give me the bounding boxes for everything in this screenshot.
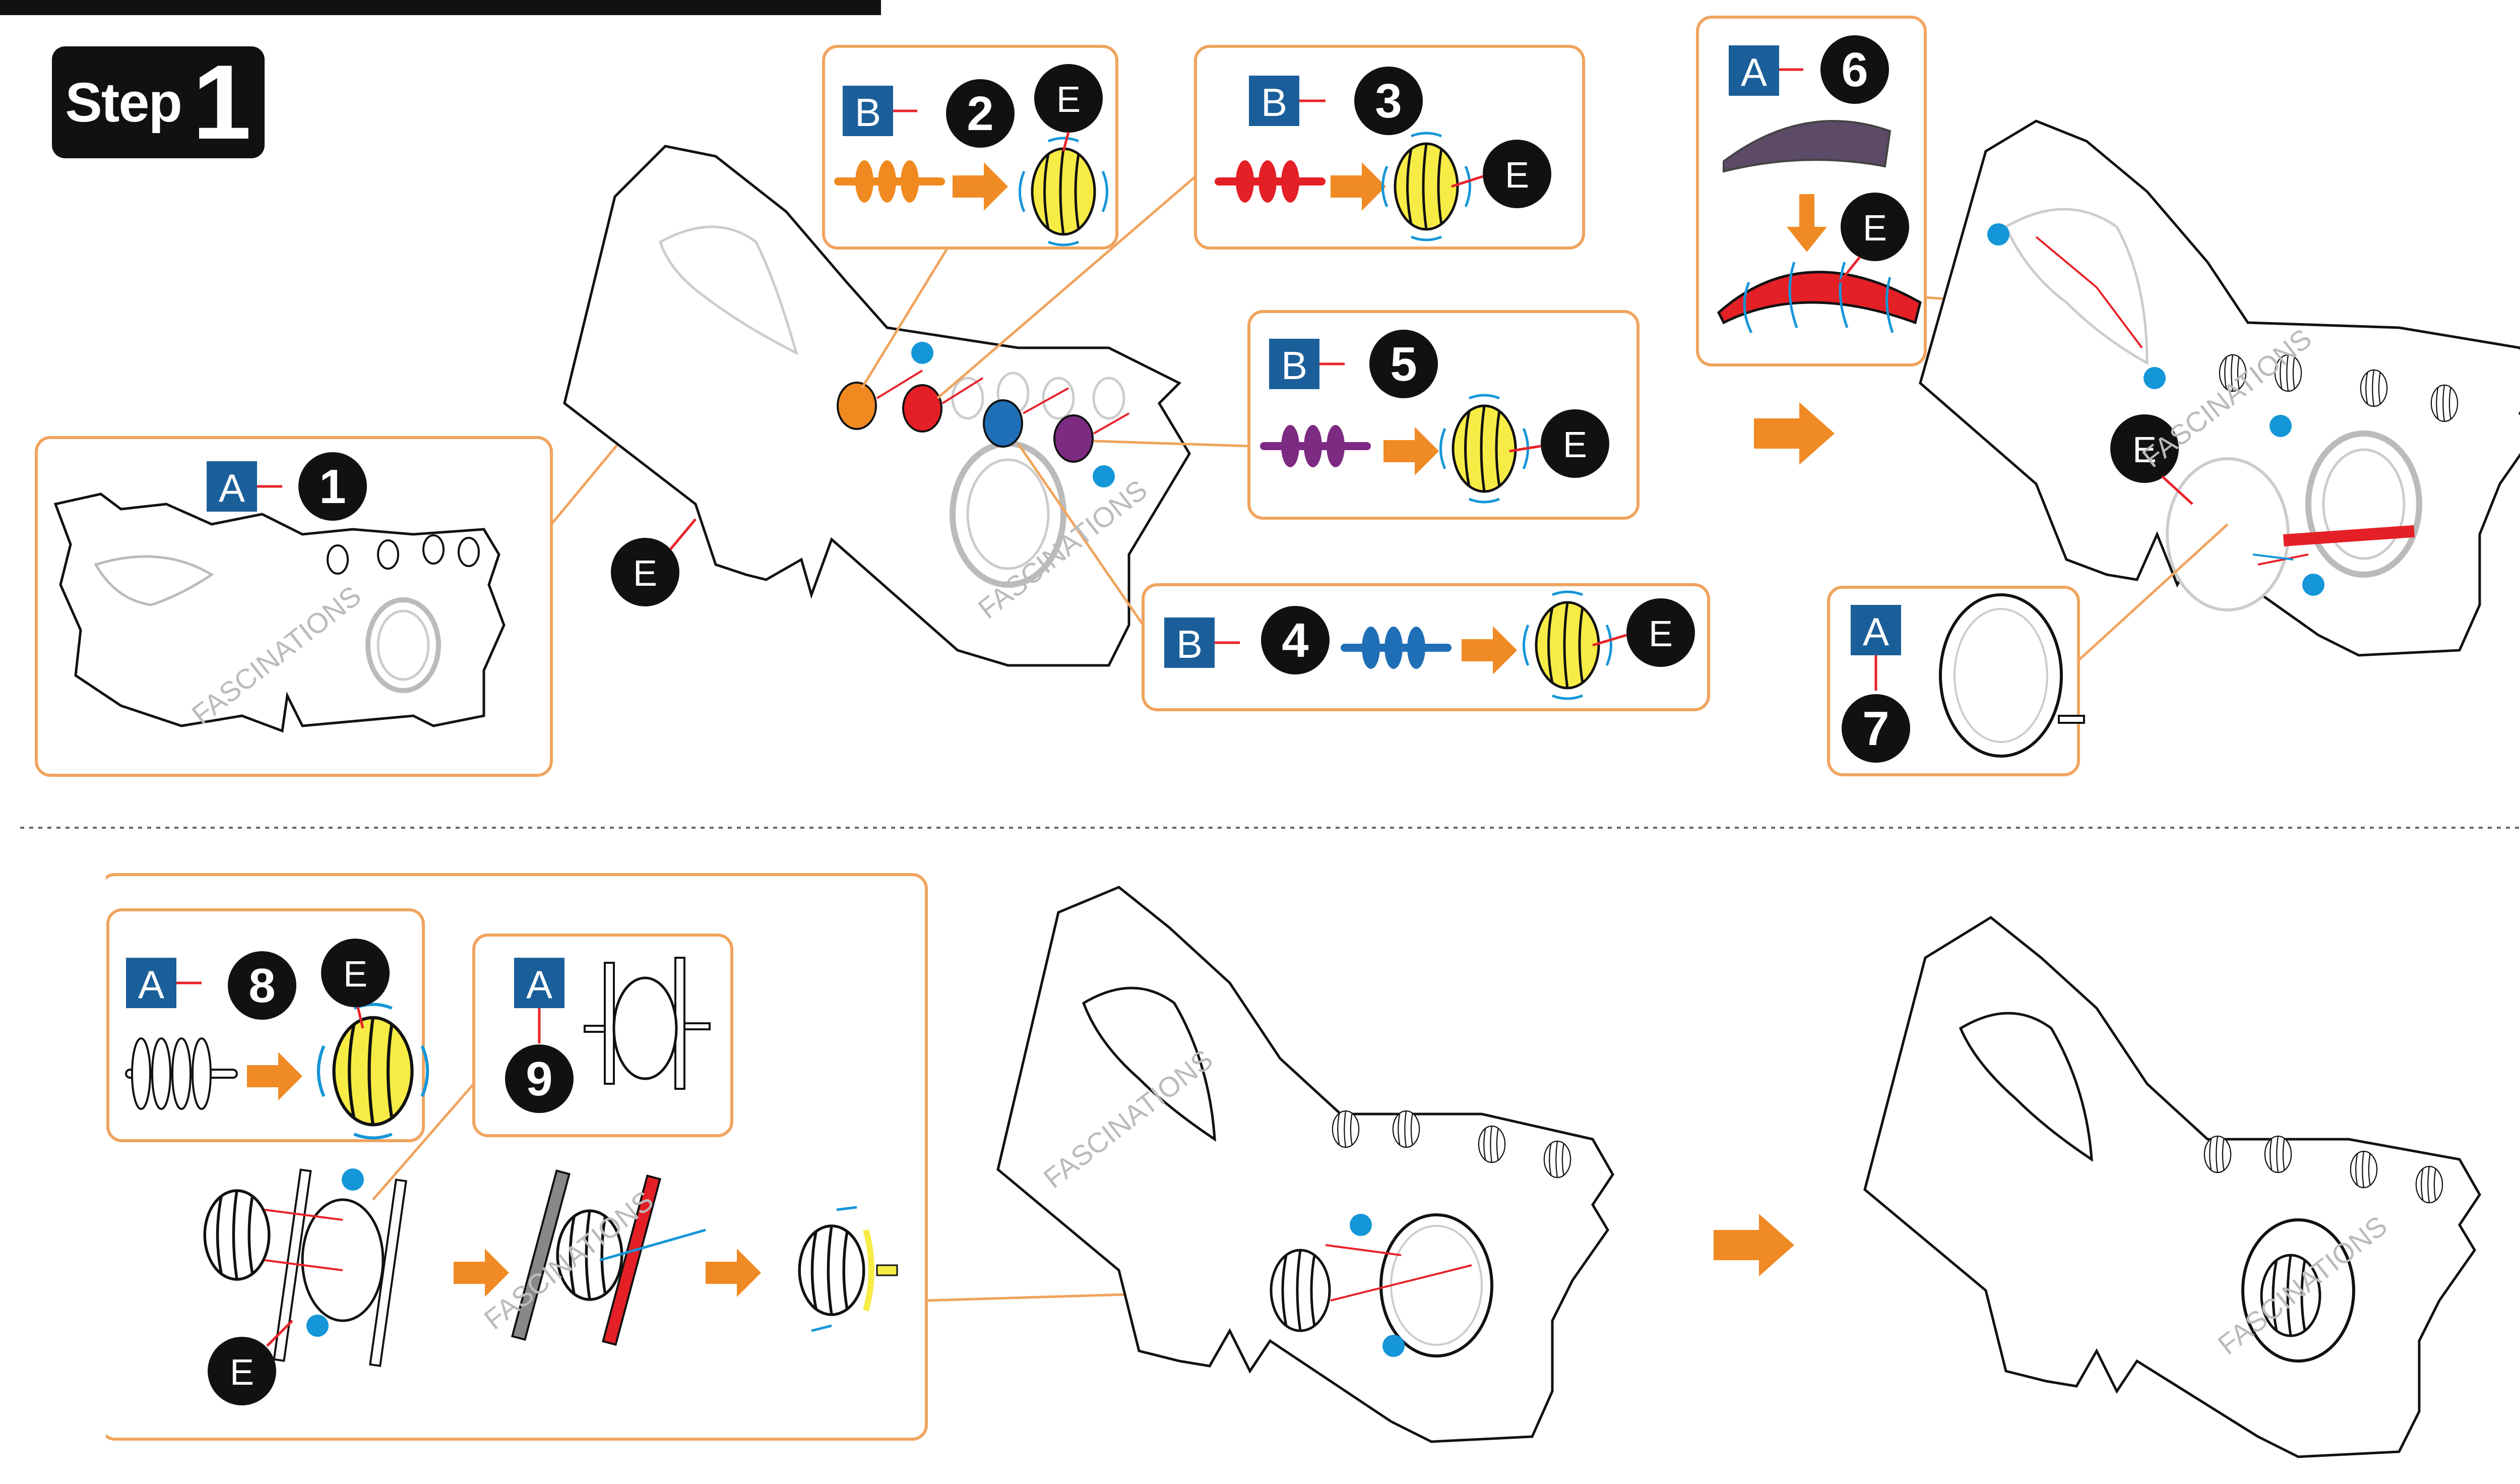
glue-dot — [1382, 1335, 1405, 1357]
curved-piece-red — [1717, 271, 1922, 325]
glue-dot — [911, 342, 933, 364]
glue-dot — [1093, 465, 1115, 487]
svg-text:E: E — [1649, 614, 1673, 654]
svg-text:E: E — [1505, 155, 1529, 196]
callout-frame-b3 — [1194, 45, 1585, 250]
frame-piece-assembly — [273, 1168, 407, 1367]
spring-piece-purple — [1260, 425, 1371, 467]
part-e-letter: E — [633, 553, 657, 594]
glue-dot — [2302, 574, 2324, 596]
part-b-letter-2: B — [855, 90, 881, 135]
part-b-letter-5: B — [1281, 343, 1307, 388]
svg-text:E: E — [230, 1352, 254, 1393]
part-b-letter-3: B — [1261, 80, 1287, 125]
glue-dot — [1350, 1214, 1372, 1236]
cylinder-orange — [837, 382, 877, 430]
callout-number-1: 1 — [319, 460, 346, 514]
callout-number-6: 6 — [1841, 43, 1868, 97]
glue-dot — [2144, 367, 2166, 389]
svg-text:E: E — [1563, 425, 1587, 465]
curved-piece-plum — [1723, 120, 1892, 173]
step-number: 1 — [192, 43, 251, 161]
callout-number-9: 9 — [526, 1052, 552, 1106]
part-e-marker — [611, 538, 679, 606]
svg-text:E: E — [343, 954, 367, 995]
panel-bottom-middle — [996, 886, 1614, 1443]
glue-dot — [306, 1315, 329, 1337]
part-a-letter-9: A — [526, 962, 552, 1007]
callout-number-4: 4 — [1282, 613, 1308, 667]
part-a-letter-1: A — [219, 466, 245, 510]
svg-text:E: E — [1863, 208, 1887, 249]
glue-dot — [2270, 415, 2292, 437]
spring-piece-white — [125, 1037, 238, 1110]
callout-frame-a9 — [472, 934, 733, 1137]
callout-frame-b4 — [1142, 583, 1710, 711]
callout-number-3: 3 — [1375, 74, 1402, 128]
callout-frame-b2 — [822, 45, 1118, 250]
spring-piece-red — [1215, 160, 1326, 203]
spring-piece-blue — [1341, 627, 1452, 669]
panel-right-outline — [1919, 119, 2520, 657]
part-a-letter-8: A — [138, 962, 164, 1007]
callout-number-5: 5 — [1390, 337, 1417, 391]
panel-a1-outline — [53, 492, 506, 733]
glue-dot — [1987, 223, 2009, 245]
step-word: Step — [65, 71, 182, 134]
panel-bottom-right-finished — [1863, 915, 2481, 1458]
callout-number-2: 2 — [967, 87, 993, 141]
cylinder-blue — [983, 399, 1023, 448]
part-a-tag-1 — [207, 461, 257, 512]
part-a-letter-6: A — [1741, 50, 1767, 94]
callout-frame-a6 — [1696, 16, 1927, 366]
cylinder-purple — [1053, 414, 1094, 463]
callout-frame-b5 — [1247, 310, 1640, 520]
callout-frame-a7 — [1827, 586, 2080, 776]
assembled-cylinder — [799, 1206, 898, 1332]
ring-piece — [1939, 593, 2063, 758]
callout-frame-a1 — [35, 436, 553, 777]
part-a-letter-7: A — [1863, 609, 1889, 654]
cylinder-red — [902, 384, 942, 432]
spring-piece-orange — [834, 160, 945, 203]
svg-text:E: E — [1056, 80, 1081, 120]
svg-text:E: E — [2132, 430, 2157, 470]
frame-piece — [584, 957, 711, 1090]
part-b-letter-4: B — [1176, 622, 1203, 666]
assembly-midstep — [511, 1169, 706, 1346]
glue-dot — [342, 1168, 364, 1191]
callout-frame-a8 — [106, 908, 425, 1142]
top-black-bar — [0, 0, 881, 15]
callout-number-8: 8 — [248, 959, 275, 1013]
callout-number-7: 7 — [1862, 702, 1889, 756]
step-badge: Step 1 — [52, 43, 265, 161]
